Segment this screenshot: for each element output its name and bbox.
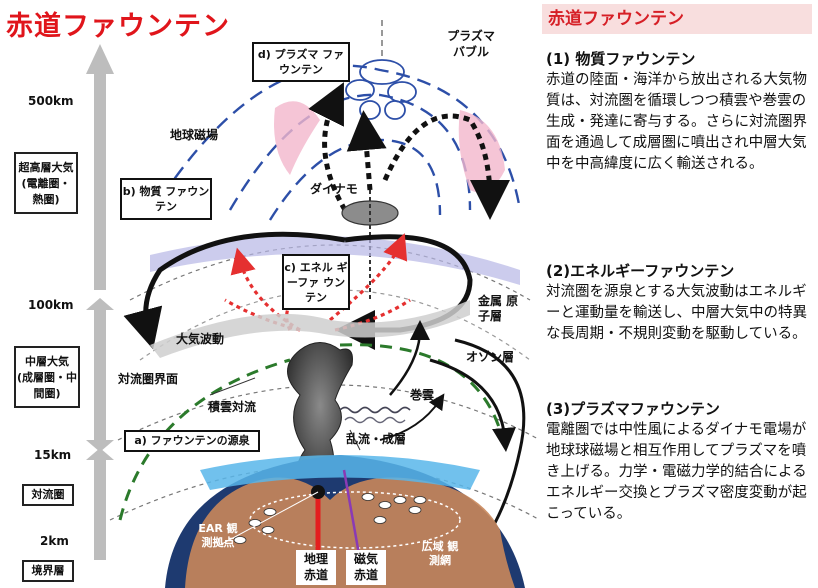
label-geomagnetic-field: 地球磁場 bbox=[170, 128, 219, 142]
callout-energy-fountain: c) エネル ギーファ ウンテン bbox=[282, 254, 350, 310]
page-title: 赤道ファウンテン bbox=[6, 11, 230, 42]
layer-name: 中層大気 bbox=[25, 355, 69, 368]
layer-box-middle-atmosphere: 中層大気 (成層圏・中間圏) bbox=[14, 346, 80, 408]
panel-title: 赤道ファウンテン bbox=[542, 4, 812, 34]
pink-region-right bbox=[458, 110, 505, 193]
label-cirrus: 巻雲 bbox=[410, 388, 435, 402]
magnetic-equator-line bbox=[342, 469, 362, 561]
plasma-fountain-arrows bbox=[308, 82, 510, 220]
layer-name: 境界層 bbox=[31, 564, 65, 577]
section-heading-plasma: (3)プラズマファウンテン bbox=[546, 400, 720, 418]
right-curve-arrow-2 bbox=[429, 358, 516, 452]
observation-network-ring bbox=[249, 491, 461, 549]
ozone-arc-left bbox=[118, 358, 291, 521]
callout-material-fountain: b) 物質 ファウンテン bbox=[120, 178, 212, 220]
label-ear-site: EAR 観測拠点 bbox=[198, 522, 238, 549]
label-geographic-equator: 地理 赤道 bbox=[296, 550, 336, 585]
material-fountain-arrow-left bbox=[123, 231, 346, 350]
callout-plasma-fountain: d) プラズマ ファウンテン bbox=[252, 42, 350, 82]
altitude-label: 15km bbox=[34, 448, 72, 462]
layer-name: 超高層大気 bbox=[18, 161, 74, 174]
layer-sub: (電離圏・熱圏) bbox=[21, 177, 71, 206]
label-cumulus-convection: 積雲対流 bbox=[208, 400, 257, 414]
altitude-label: 100km bbox=[28, 298, 74, 312]
cirrus bbox=[339, 406, 411, 414]
section-body-plasma: 電離圏では中性風によるダイナモ電場が地球球磁場と相互作用してプラズマを噴き上げる… bbox=[546, 422, 807, 522]
label-atmospheric-wave: 大気波動 bbox=[176, 332, 225, 346]
altitude-label: 2km bbox=[40, 534, 69, 548]
section-heading-material: (1) 物質ファウンテン bbox=[546, 50, 696, 68]
pink-region-left bbox=[274, 101, 320, 175]
layer-name: 対流圏 bbox=[31, 488, 65, 501]
label-metal-atom-layer: 金属 原子層 bbox=[478, 294, 519, 323]
section-body-material: 赤道の陸面・海洋から放出される大気物質は、対流圏を循環しつつ積雲や巻雲の生成・発… bbox=[546, 72, 807, 172]
section-heading-energy: (2)エネルギーファウンテン bbox=[546, 262, 735, 280]
layer-box-thermosphere: 超高層大気 (電離圏・熱圏) bbox=[14, 152, 78, 214]
label-dynamo: ダイナモ bbox=[310, 182, 358, 196]
sky-glow bbox=[200, 455, 480, 490]
earth-land bbox=[185, 477, 515, 588]
section-body-energy: 対流圏を源泉とする大気波動はエネルギーと運動量を輸送し、中層大気中の特異な長周期… bbox=[546, 284, 807, 342]
altitude-label: 500km bbox=[28, 94, 74, 108]
layer-box-troposphere: 対流圏 bbox=[22, 484, 74, 506]
station-dots bbox=[233, 493, 427, 544]
label-tropopause: 対流圏界面 bbox=[118, 372, 179, 386]
label-wide-area-network: 広域 観測網 bbox=[421, 540, 459, 567]
plasma-bubbles bbox=[345, 59, 417, 120]
atmospheric-wave-band bbox=[150, 300, 470, 358]
altitude-axis bbox=[86, 44, 114, 560]
label-plasma-bubble: プラズマ バブル bbox=[447, 29, 495, 59]
callout-fountain-source: a) ファウンテンの源泉 bbox=[124, 430, 260, 452]
label-magnetic-equator: 磁気 赤道 bbox=[346, 550, 386, 585]
arc-2km bbox=[109, 464, 541, 521]
label-ozone-layer: オゾン層 bbox=[466, 350, 515, 364]
explanation-panel bbox=[538, 0, 818, 588]
layer-box-boundary-layer: 境界層 bbox=[22, 560, 74, 582]
arc-500km bbox=[129, 244, 531, 301]
label-turbulence: 乱流・成層 bbox=[346, 432, 407, 446]
layer-sub: (成層圏・中間圏) bbox=[16, 371, 78, 400]
